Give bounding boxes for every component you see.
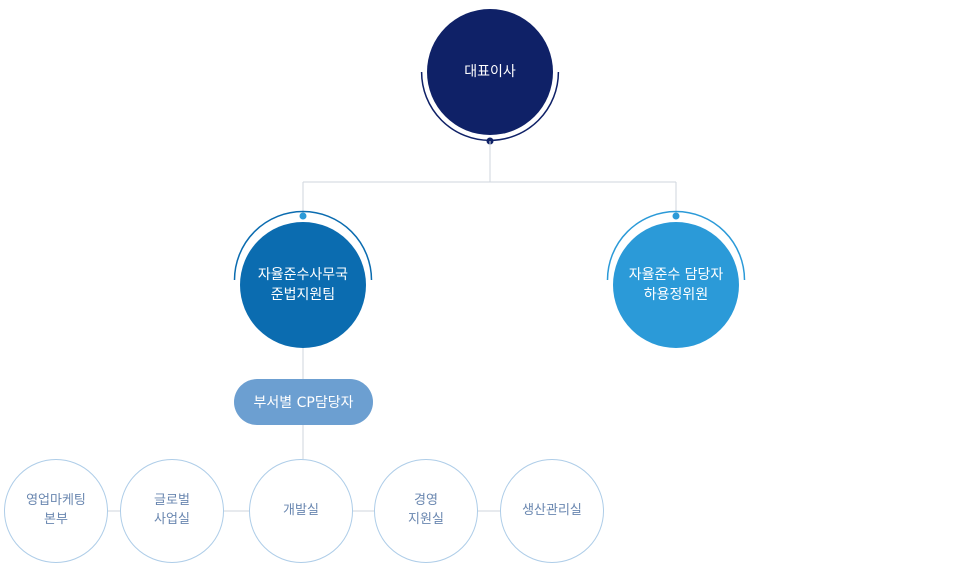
committee-arc [606, 210, 746, 281]
dept-node-sales-marketing: 영업마케팅 본부 [4, 459, 108, 563]
dept-node-global: 글로벌 사업실 [120, 459, 224, 563]
dept-node-management-support: 경영 지원실 [374, 459, 478, 563]
office-dot [299, 212, 307, 220]
cp-manager-node: 부서별 CP담당자 [234, 379, 373, 425]
dept-node-development: 개발실 [249, 459, 353, 563]
office-arc [233, 210, 373, 281]
committee-dot [672, 212, 680, 220]
dept-node-production: 생산관리실 [500, 459, 604, 563]
ceo-node: 대표이사 [427, 9, 553, 135]
compliance-office-node: 자율준수사무국 준법지원팀 [240, 222, 366, 348]
compliance-committee-node: 자율준수 담당자 하용정위원 [613, 222, 739, 348]
